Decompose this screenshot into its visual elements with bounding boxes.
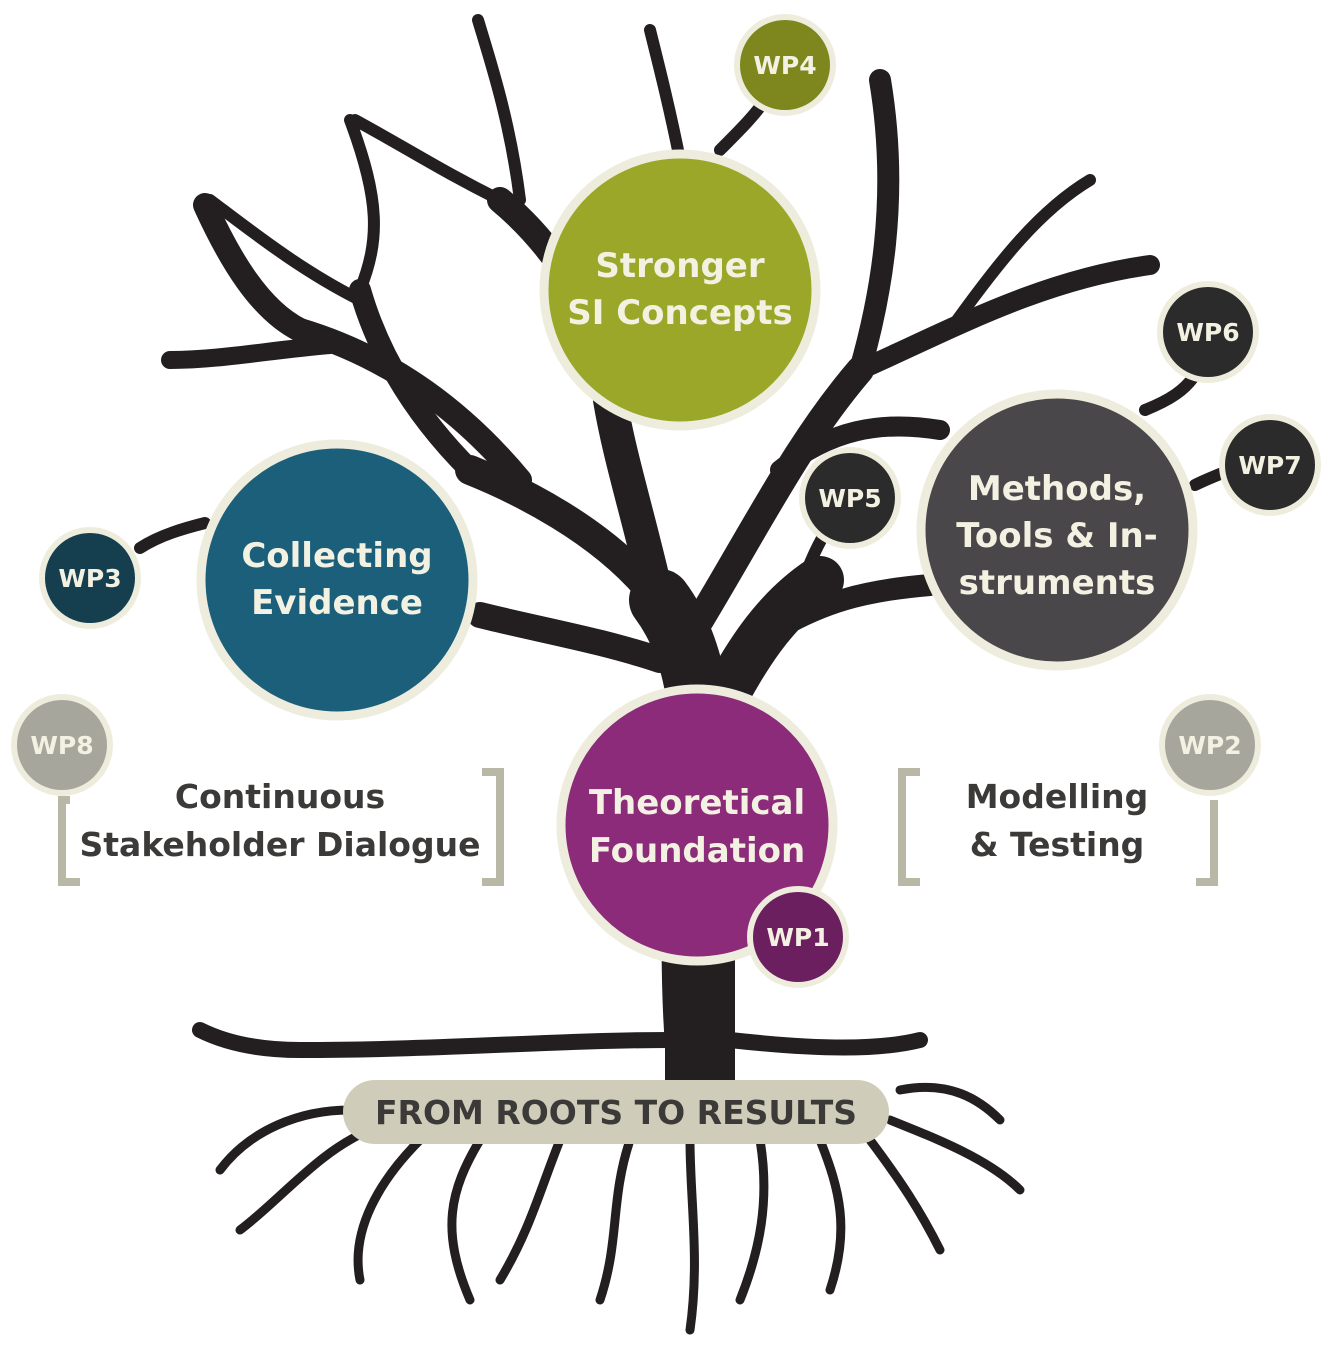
root-right-3 xyxy=(865,1135,945,1255)
bracket-right-inner xyxy=(898,768,920,886)
stakeholder-line1: Continuous xyxy=(175,777,385,816)
root-center-right xyxy=(735,1135,769,1305)
wp1-bubble: WP1 xyxy=(747,886,849,988)
wp3-circle xyxy=(39,527,141,629)
evidence-circle xyxy=(196,439,478,721)
wp4-circle xyxy=(734,14,836,116)
wp7-circle xyxy=(1219,414,1321,516)
wp2-label: WP2 xyxy=(1178,731,1241,760)
wp1-circle xyxy=(747,886,849,988)
theory-line1: Theoretical xyxy=(589,783,805,823)
twig-left-top xyxy=(344,114,380,296)
concepts-line1: Stronger xyxy=(595,246,764,286)
wp7-bubble: WP7 xyxy=(1219,414,1321,516)
root-right-2 xyxy=(885,1115,1025,1195)
concepts-line2: SI Concepts xyxy=(567,293,793,333)
modelling-label: Modelling & Testing xyxy=(966,777,1149,864)
twig-to-wp6 xyxy=(1139,369,1201,416)
twig-left-top2 xyxy=(204,194,366,306)
stakeholder-label: Continuous Stakeholder Dialogue xyxy=(80,777,481,864)
modelling-line2: & Testing xyxy=(970,825,1145,864)
roots-banner: FROM ROOTS TO RESULTS xyxy=(343,1080,889,1144)
branch-left-tip2 xyxy=(161,336,339,369)
theory-circle xyxy=(556,684,838,966)
bracket-left-outer xyxy=(58,796,80,886)
root-center xyxy=(685,1135,699,1335)
twig-upper-left xyxy=(349,114,506,206)
wp8-circle xyxy=(11,694,113,796)
wp5-bubble: WP5 xyxy=(799,447,901,549)
branch-right-low xyxy=(749,574,941,651)
wp4-bubble: WP4 xyxy=(734,14,836,116)
wp3-label: WP3 xyxy=(58,564,121,593)
root-left-5 xyxy=(215,1105,355,1175)
wp5-circle xyxy=(799,447,901,549)
banner-text: FROM ROOTS TO RESULTS xyxy=(375,1093,857,1132)
methods-line2: Tools & In- xyxy=(956,516,1158,556)
wp3-bubble: WP3 xyxy=(39,527,141,629)
evidence-line1: Collecting xyxy=(241,536,432,576)
root-right-1 xyxy=(895,1082,1005,1125)
methods-line1: Methods, xyxy=(968,469,1146,509)
wp6-bubble: WP6 xyxy=(1157,281,1259,383)
wp2-bubble: WP2 xyxy=(1159,694,1261,796)
concepts-circle xyxy=(539,149,821,431)
branch-right-up xyxy=(686,356,874,634)
node-concepts: Stronger SI Concepts xyxy=(539,149,821,431)
node-methods: Methods, Tools & In- struments xyxy=(916,389,1198,671)
root-left-1 xyxy=(495,1135,565,1285)
node-evidence: Collecting Evidence xyxy=(196,439,478,721)
node-theory: Theoretical Foundation xyxy=(556,684,838,966)
wp6-circle xyxy=(1157,281,1259,383)
wp6-label: WP6 xyxy=(1176,318,1239,347)
twig-top-left xyxy=(472,14,526,206)
branch-right-mid xyxy=(770,416,950,480)
evidence-line2: Evidence xyxy=(251,583,423,623)
root-right-4 xyxy=(815,1135,846,1295)
wp8-label: WP8 xyxy=(30,731,93,760)
root-left-2 xyxy=(447,1135,485,1305)
banner-pill xyxy=(343,1080,889,1144)
methods-line3: struments xyxy=(959,563,1156,603)
branch-right-top xyxy=(849,69,900,381)
methods-circle xyxy=(916,389,1198,671)
twig-top-center xyxy=(644,24,686,166)
bracket-left-inner xyxy=(482,768,504,886)
side-brackets xyxy=(58,768,1218,886)
root-left-3 xyxy=(353,1135,425,1285)
wp8-bubble: WP8 xyxy=(11,694,113,796)
theory-line2: Foundation xyxy=(589,831,805,871)
twig-to-wp3 xyxy=(134,517,211,554)
root-right-main xyxy=(722,1032,928,1056)
bracket-right-outer xyxy=(1196,800,1218,886)
twig-right-far xyxy=(944,174,1096,336)
wp5-label: WP5 xyxy=(818,484,881,513)
branch-left-tip1 xyxy=(193,193,312,342)
wp4-label: WP4 xyxy=(753,51,816,80)
branch-left xyxy=(455,455,665,605)
modelling-line1: Modelling xyxy=(966,777,1149,816)
root-left-main xyxy=(192,1022,678,1058)
wp2-circle xyxy=(1159,694,1261,796)
root-left-4 xyxy=(235,1125,375,1235)
wp7-label: WP7 xyxy=(1238,451,1301,480)
root-center-left xyxy=(595,1135,635,1305)
stakeholder-line2: Stakeholder Dialogue xyxy=(80,825,481,864)
wp1-label: WP1 xyxy=(766,923,829,952)
branch-right-far xyxy=(850,255,1160,380)
branch-left-low xyxy=(467,602,673,673)
branch-left-mid xyxy=(349,279,481,481)
